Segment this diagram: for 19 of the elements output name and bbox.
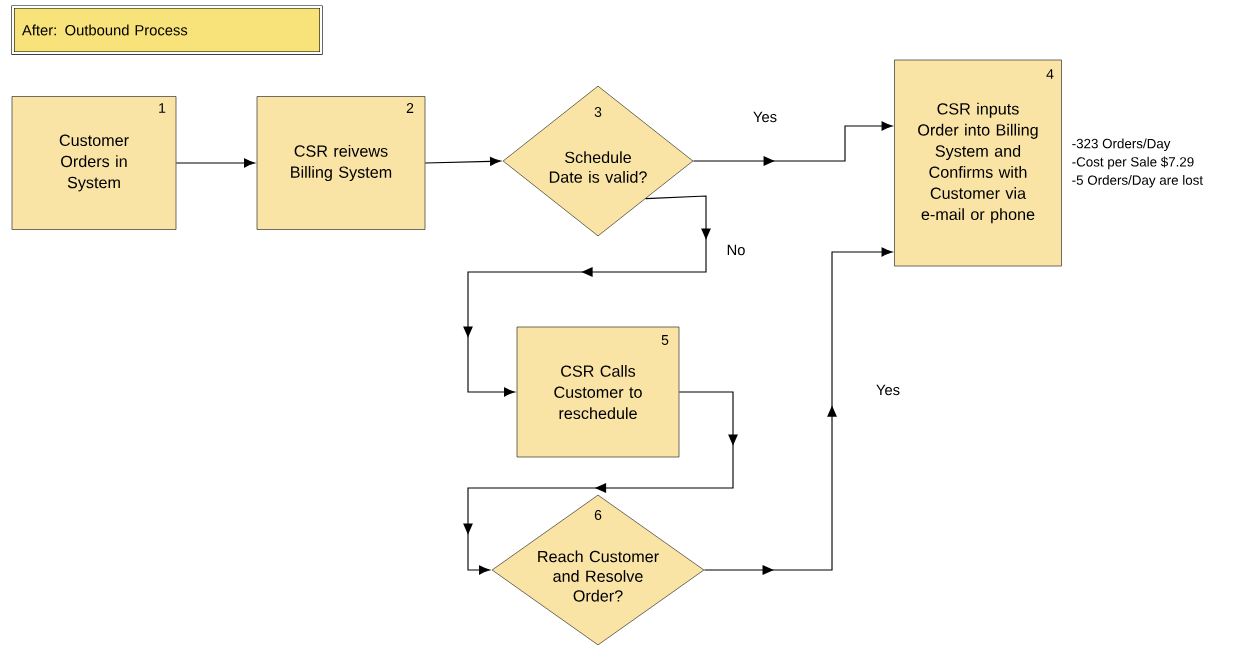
edge-label: Yes — [751, 110, 779, 124]
step-number: 3 — [594, 107, 602, 117]
step-number: 5 — [661, 335, 669, 345]
decision-text: Schedule Date is valid? — [549, 151, 647, 183]
arrow — [463, 391, 738, 575]
title-box: After: Outbound Process — [11, 5, 323, 55]
step-number: 2 — [406, 103, 414, 113]
arrow — [175, 158, 255, 168]
arrow — [424, 156, 501, 166]
step-number: 6 — [594, 510, 602, 520]
edge-label: Yes — [874, 383, 902, 397]
arrow — [463, 195, 711, 397]
decision-text: Reach Customer and Resolve Order? — [538, 550, 659, 602]
arrow — [692, 121, 893, 166]
edge-label: No — [725, 243, 747, 257]
step-number: 1 — [159, 103, 166, 113]
arrow — [703, 247, 893, 575]
annotation-text: -323 Orders/Day -Cost per Sale $7.29 -5 Orders/Day are lost — [1072, 138, 1203, 188]
step-number: 4 — [1046, 69, 1054, 79]
